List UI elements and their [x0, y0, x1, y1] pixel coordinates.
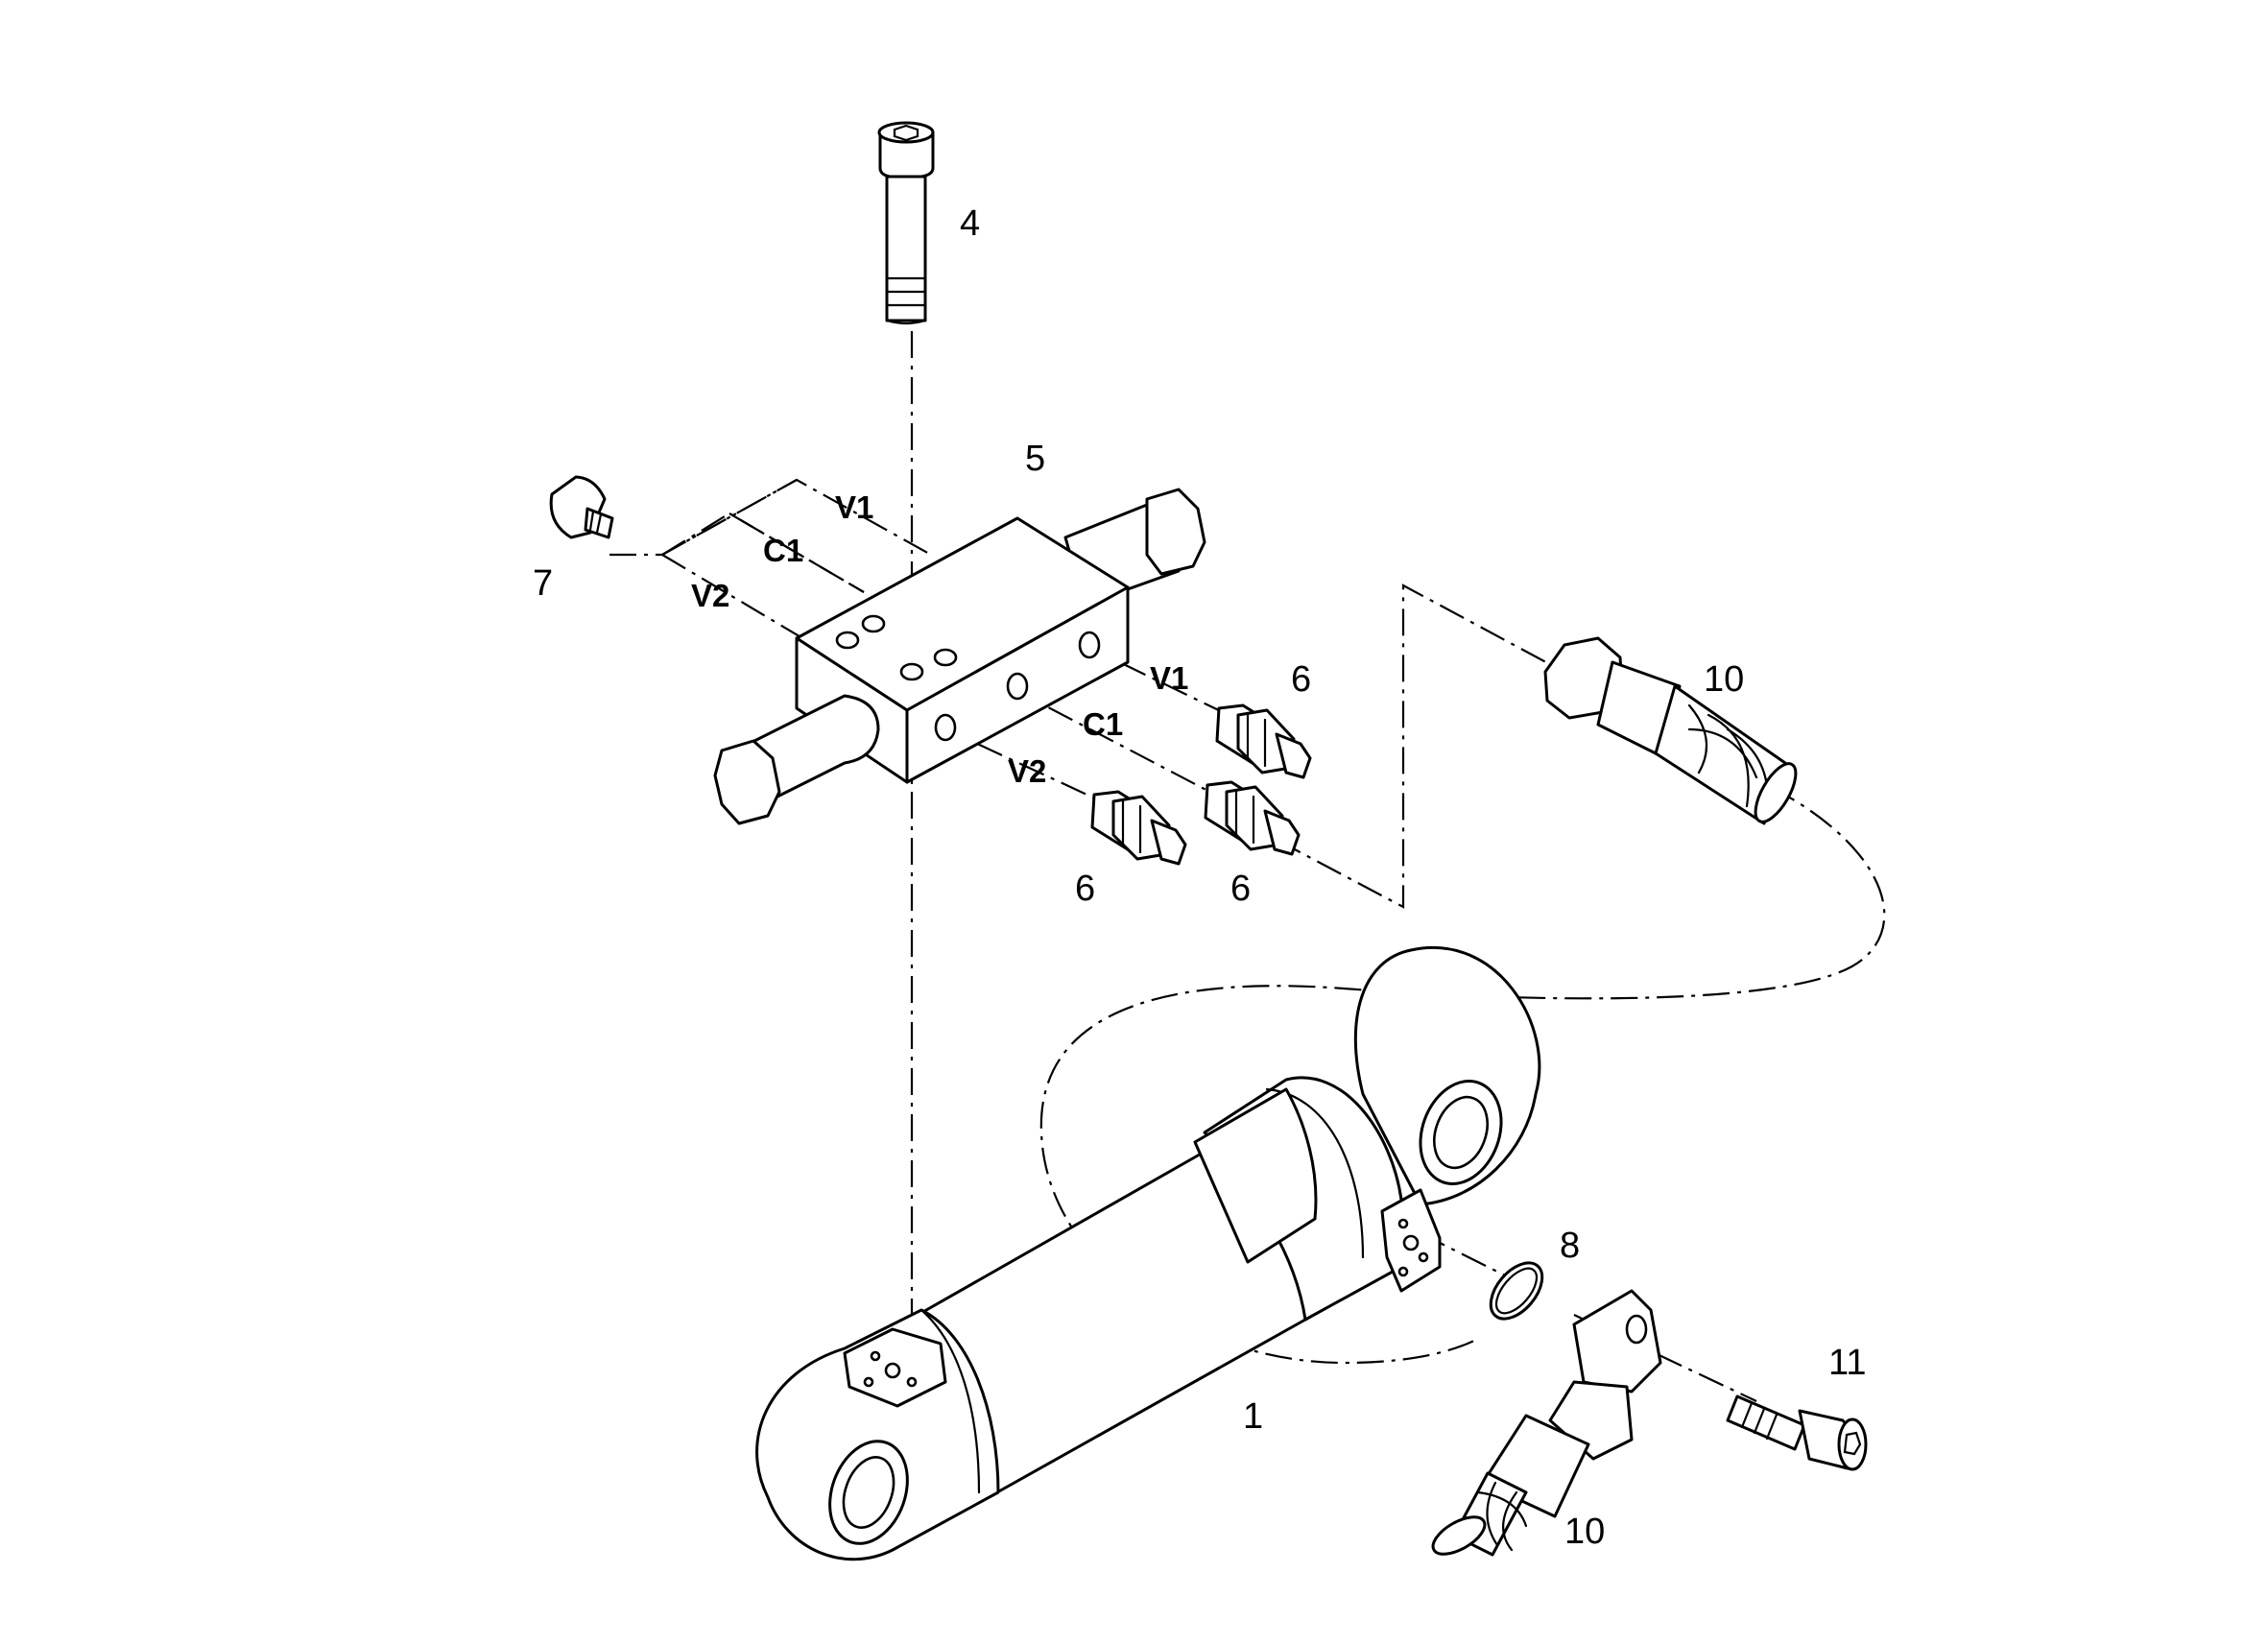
callout-o-ring: 8: [1560, 1226, 1580, 1266]
callout-fitting-lower-right: 6: [1230, 869, 1251, 909]
port-label-right-c1: C1: [1083, 706, 1123, 742]
callout-fitting-lower-left: 6: [1075, 869, 1095, 909]
port-label-left-v1: V1: [835, 489, 873, 525]
o-ring: [1489, 1261, 1544, 1321]
port-label-right-v2: V2: [1008, 753, 1046, 789]
callout-hose-upper: 10: [1704, 659, 1744, 700]
callout-screw-top: 4: [960, 203, 980, 244]
callout-numbers: 4 5 7 6 6 6 10 8 1 11 10: [533, 203, 1866, 1552]
callout-valve-block: 5: [1025, 439, 1045, 479]
fitting-upper: [1215, 703, 1312, 779]
port-label-right-v1: V1: [1150, 660, 1188, 696]
hose-upper: [1543, 636, 1798, 825]
callout-cylinder: 1: [1243, 1396, 1263, 1437]
port-labels: V1 C1 V2 V1 C1 V2: [691, 489, 1188, 789]
port-label-left-v2: V2: [691, 578, 729, 613]
callout-fitting-upper: 6: [1291, 659, 1311, 700]
fitting-lower-right: [1204, 780, 1301, 856]
callout-plug: 7: [533, 563, 553, 604]
flange-screw: [1726, 1394, 1868, 1471]
fitting-lower-left: [1090, 790, 1187, 866]
valve-block: [713, 488, 1206, 825]
port-label-left-c1: C1: [763, 533, 803, 568]
callout-hose-lower: 10: [1564, 1512, 1605, 1552]
hose-lower: [1431, 1289, 1662, 1557]
hydraulic-cylinder: [755, 946, 1541, 1561]
socket-head-screw: [877, 121, 935, 325]
callout-flange-screw: 11: [1828, 1343, 1866, 1383]
plug: [549, 475, 614, 539]
